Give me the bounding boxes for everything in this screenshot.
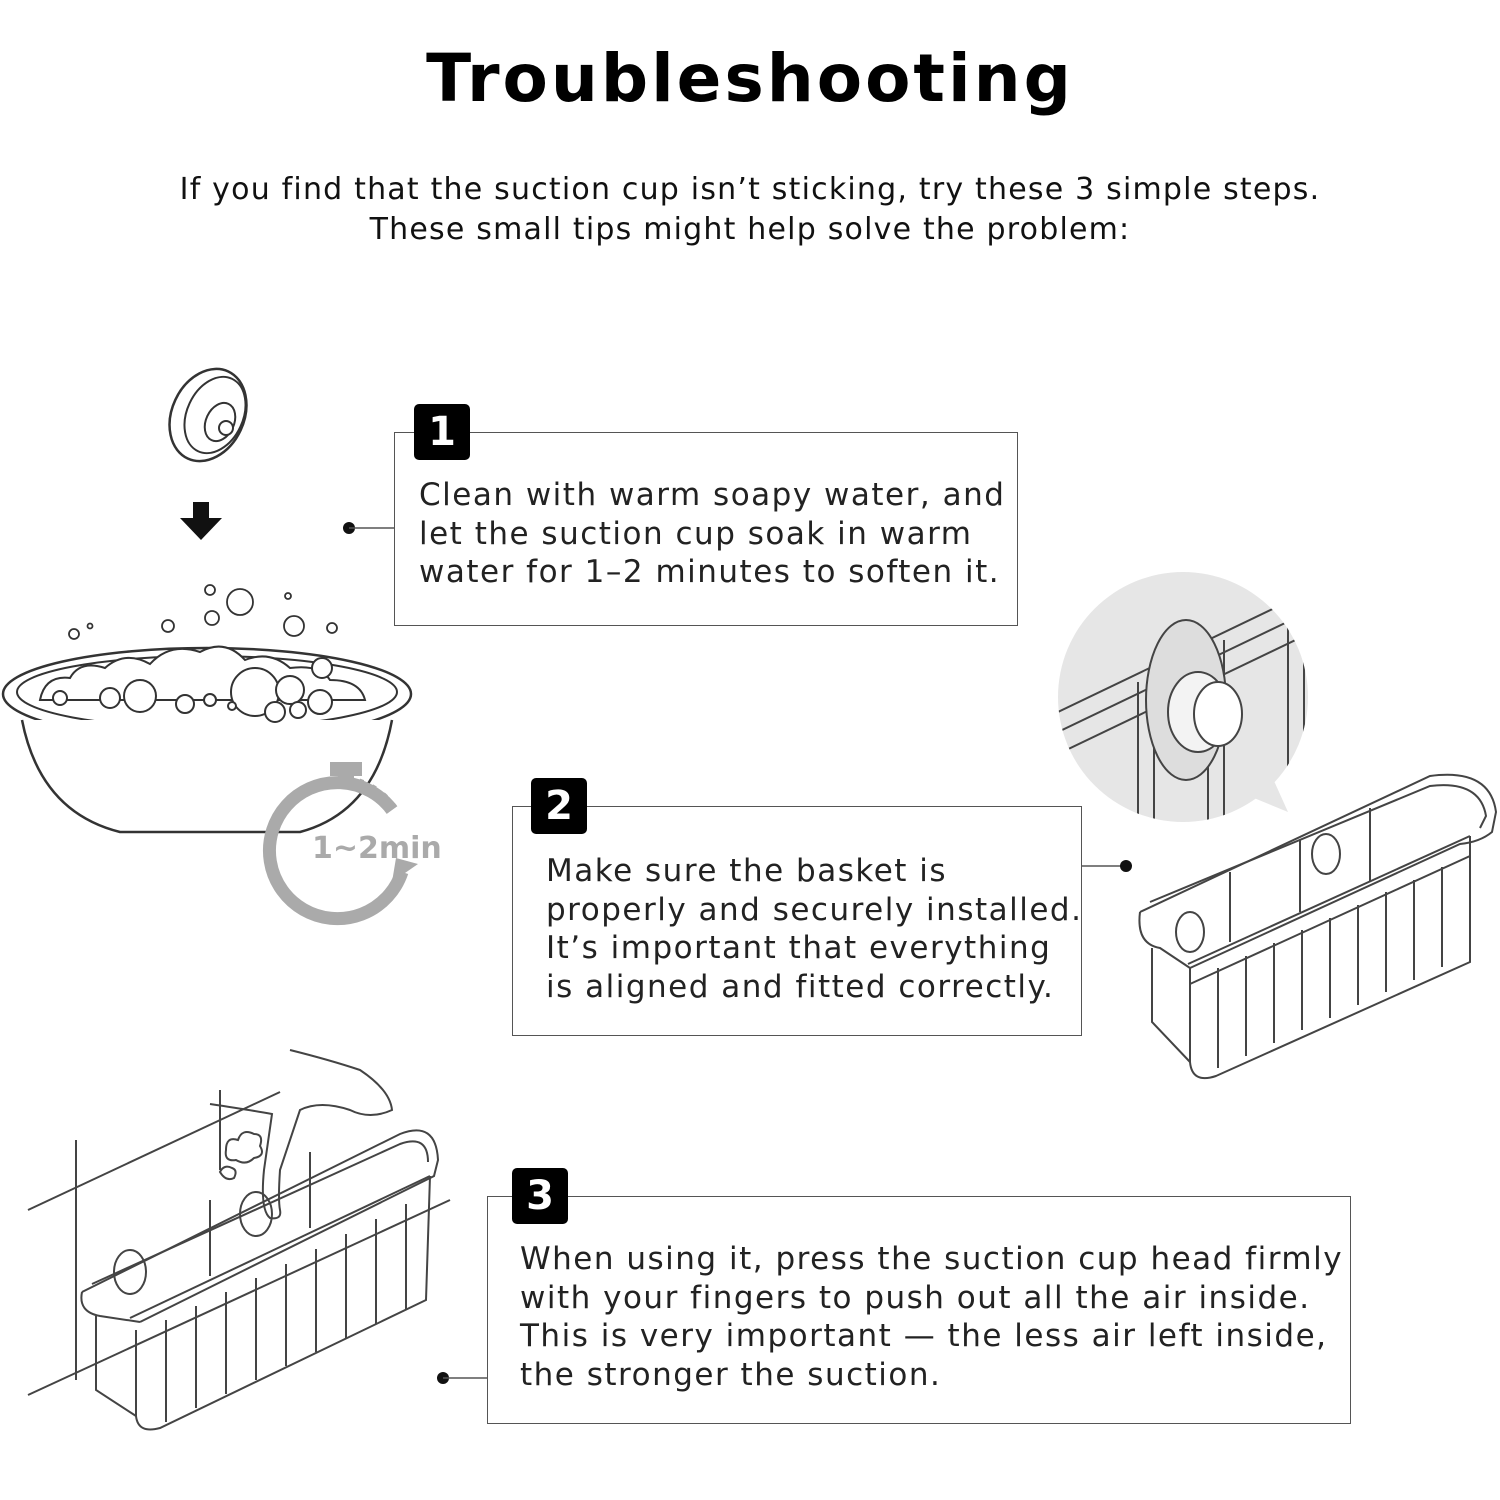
step-3-box xyxy=(487,1196,1351,1424)
hand-pressing-basket-illustration xyxy=(27,1049,451,1431)
step-1-line: Clean with warm soapy water, and xyxy=(419,477,1006,513)
timer-icon: 1~2min xyxy=(262,762,442,926)
intro-line-2: These small tips might help solve the pr… xyxy=(369,212,1131,247)
intro-text: If you find that the suction cup isn’t s… xyxy=(0,170,1500,250)
step-3-connector xyxy=(437,1372,490,1384)
down-arrow-icon xyxy=(180,502,222,540)
step-1-line: let the suction cup soak in warm xyxy=(419,515,973,552)
step-3-number: 3 xyxy=(512,1168,568,1224)
timer-label: 1~2min xyxy=(312,831,442,866)
step-2-line: Make sure the basket is xyxy=(546,853,948,889)
intro-line-1: If you find that the suction cup isn’t s… xyxy=(179,172,1321,207)
step-2-text: Make sure the basket is properly and sec… xyxy=(546,852,1082,1006)
step-3-line: the stronger the suction. xyxy=(520,1356,942,1393)
soapy-bowl-illustration xyxy=(1,584,413,834)
step-3-text: When using it, press the suction cup hea… xyxy=(520,1240,1343,1394)
step-1-line: water for 1–2 minutes to soften it. xyxy=(419,554,1001,590)
step-2-box xyxy=(512,806,1082,1036)
step-2-line: It’s important that everything xyxy=(546,930,1052,966)
step-2-line: properly and securely installed. xyxy=(546,891,1083,928)
step-2-number: 2 xyxy=(531,778,587,834)
page-title: Troubleshooting xyxy=(426,40,1074,117)
suction-cup-icon xyxy=(168,367,248,463)
step-1-number: 1 xyxy=(414,404,470,460)
wire-basket-illustration xyxy=(1138,773,1498,1080)
magnifier-detail-illustration xyxy=(1058,572,1308,822)
step-1-connector xyxy=(343,522,396,534)
step-3-line: This is very important — the less air le… xyxy=(520,1318,1328,1354)
step-3-line: When using it, press the suction cup hea… xyxy=(520,1241,1344,1277)
step-2-connector xyxy=(1081,860,1132,872)
step-1-text: Clean with warm soapy water, and let the… xyxy=(419,476,1005,592)
step-2-line: is aligned and fitted correctly. xyxy=(546,968,1055,1005)
step-3-line: with your fingers to push out all the ai… xyxy=(520,1279,1311,1316)
step-1-box xyxy=(394,432,1018,626)
